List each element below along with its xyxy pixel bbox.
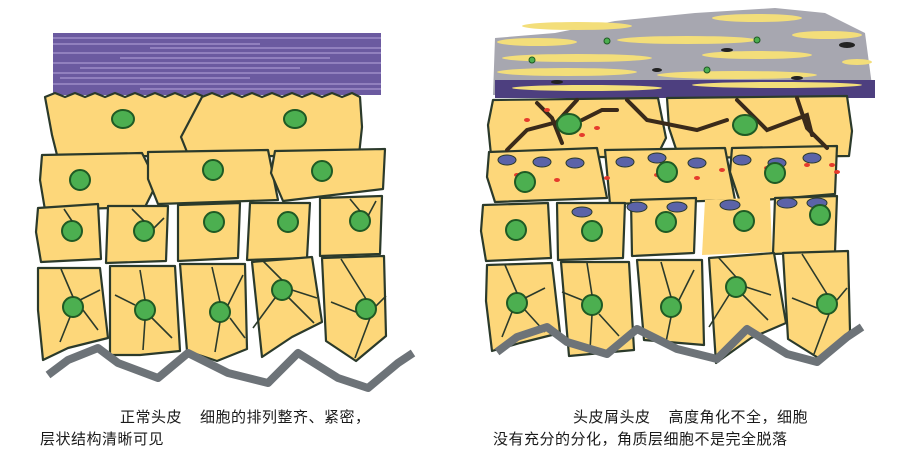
dandruff-scalp-illustration <box>479 8 875 366</box>
basement-membrane <box>494 323 865 366</box>
cell-junctions <box>59 198 387 359</box>
normal-scalp-diagram <box>0 0 457 400</box>
nuclei <box>61 109 377 323</box>
basement-membrane <box>45 344 416 392</box>
nuclei <box>505 113 838 318</box>
dandruff-scalp-diagram <box>457 0 915 400</box>
red-granules <box>514 108 840 182</box>
dark-streaks <box>505 96 829 152</box>
stratum-corneum <box>53 33 381 95</box>
dandruff-scalp-title: 头皮屑头皮 <box>573 408 651 426</box>
normal-scalp-caption: 正常头皮细胞的排列整齐、紧密， 层状结构清晰可见 <box>40 406 440 450</box>
cell-junctions <box>501 253 848 355</box>
dandruff-scalp-description-2: 没有充分的分化，角质层细胞不是完全脱落 <box>493 430 788 448</box>
dandruff-scalp-description-1: 高度角化不全，细胞 <box>668 408 809 426</box>
normal-scalp-illustration <box>34 33 416 392</box>
normal-scalp-title: 正常头皮 <box>120 408 183 426</box>
dandruff-scalp-caption: 头皮屑头皮高度角化不全，细胞 没有充分的分化，角质层细胞不是完全脱落 <box>493 406 913 450</box>
normal-scalp-description-2: 层状结构清晰可见 <box>40 430 165 448</box>
flaking-stratum-corneum <box>493 8 875 98</box>
normal-scalp-description-1: 细胞的排列整齐、紧密， <box>200 408 371 426</box>
